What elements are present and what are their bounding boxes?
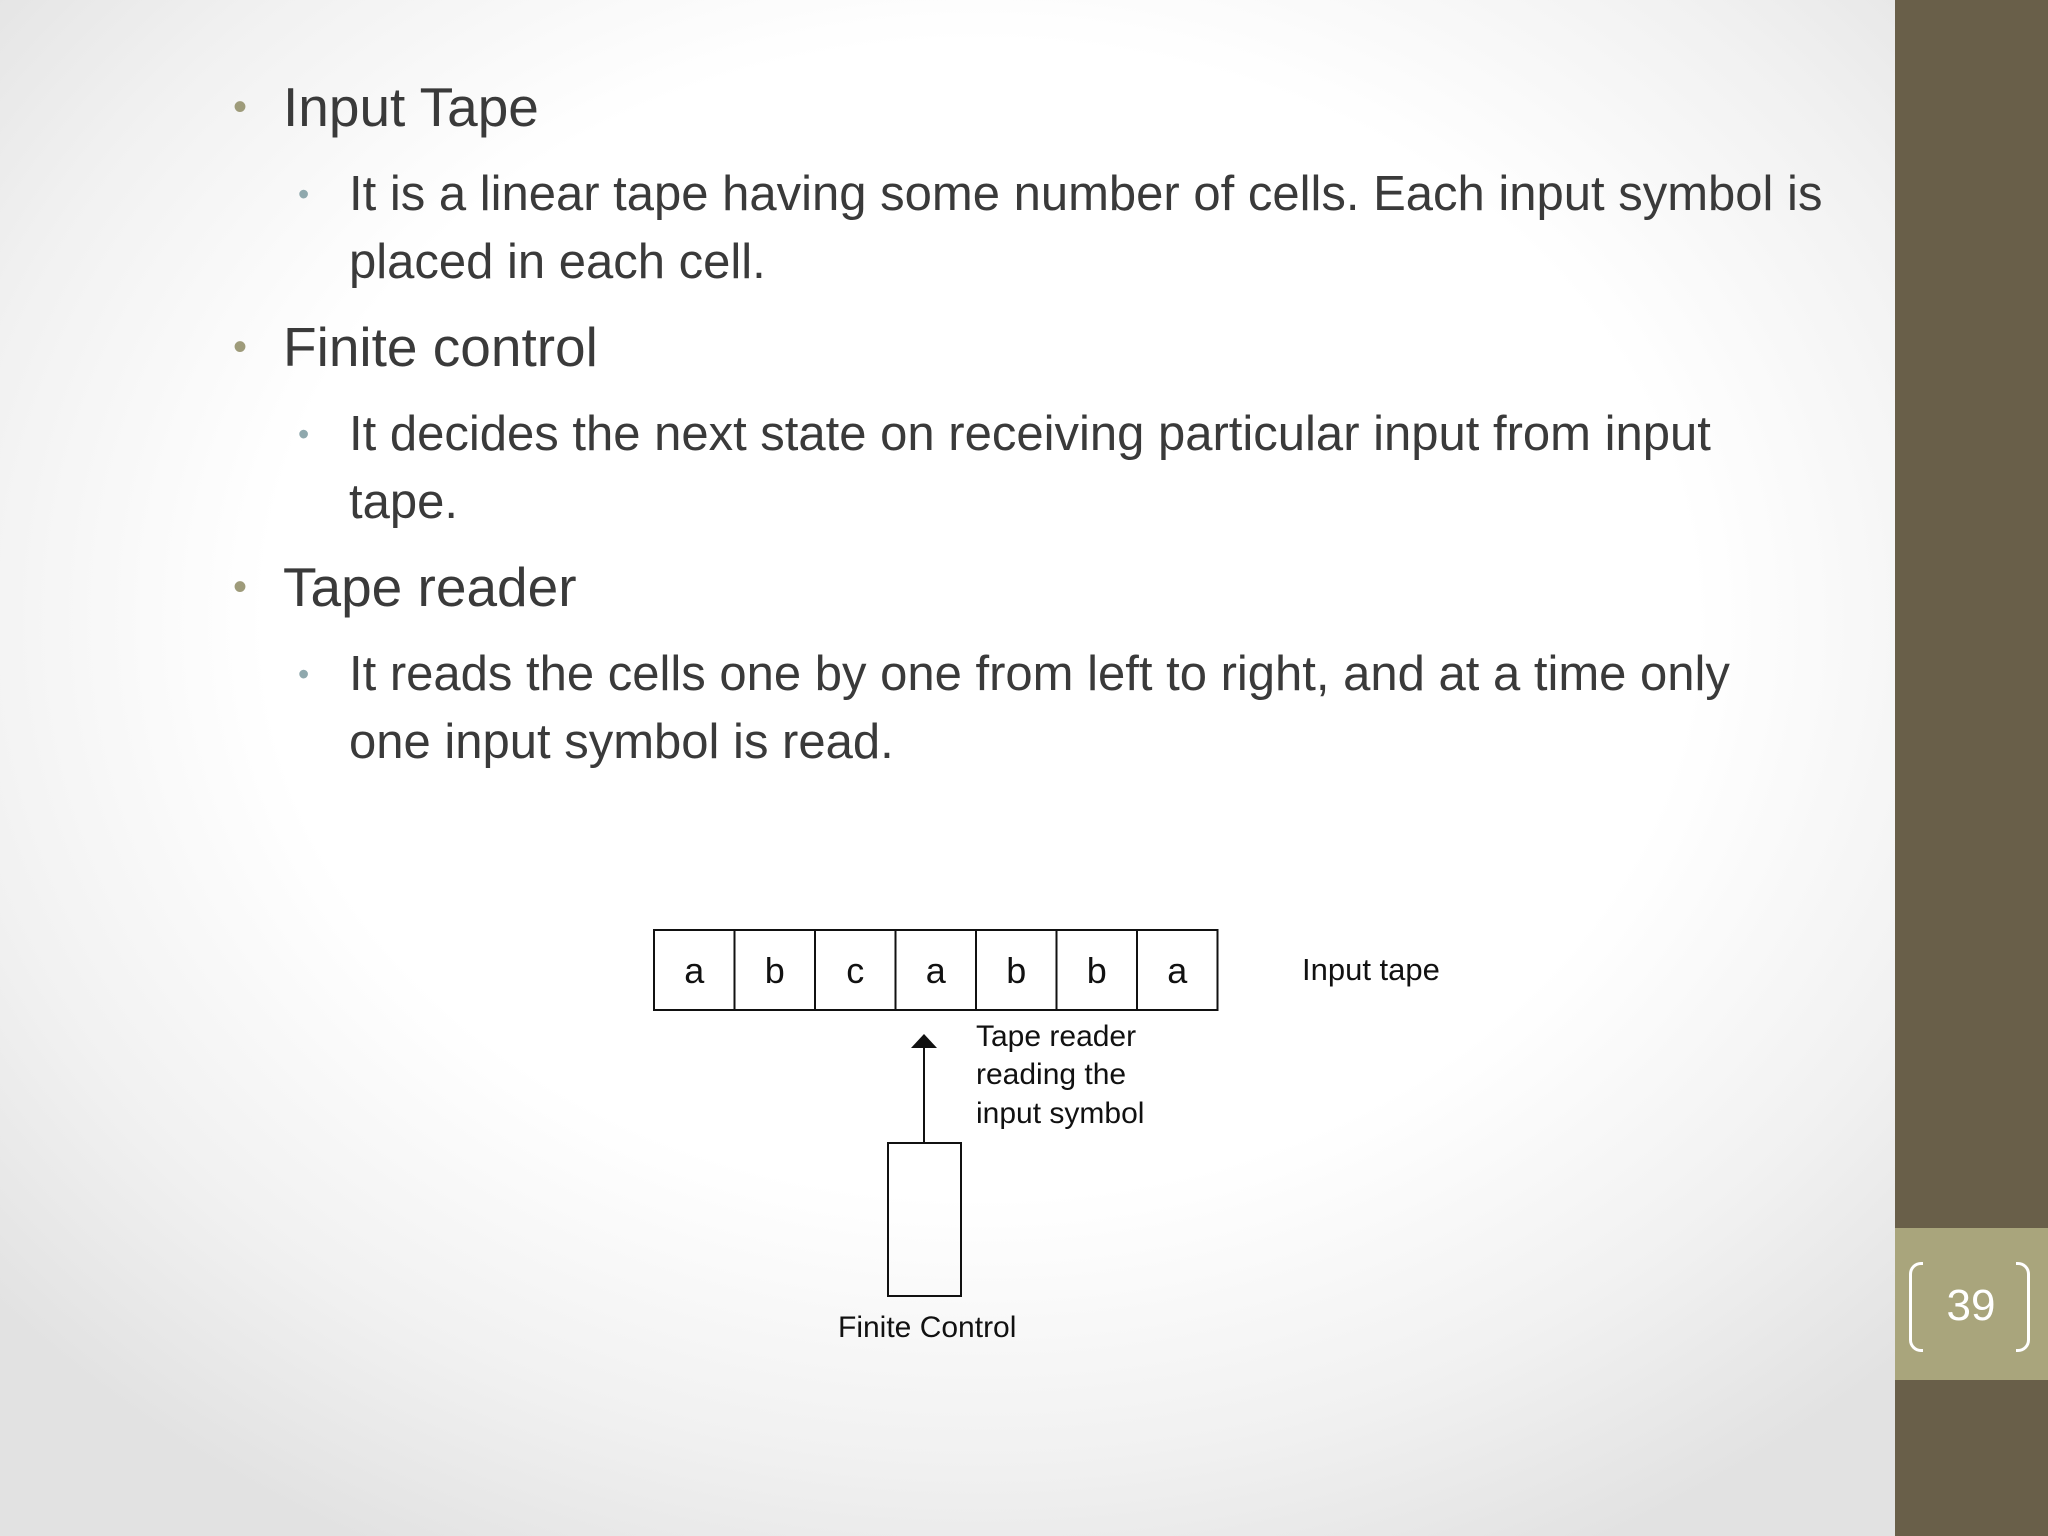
right-bracket-icon (2016, 1262, 2030, 1352)
bullet-text-line: tape. (349, 475, 458, 529)
left-bracket-icon (1909, 1262, 1923, 1352)
tape-cell-symbol: a (926, 950, 947, 991)
bullet-heading-input-tape: Input Tape (283, 76, 539, 138)
finite-control-box (887, 1142, 962, 1297)
sub-bullet-dot-icon: • (298, 416, 310, 452)
bullet-heading-tape-reader: Tape reader (283, 556, 577, 618)
reader-arrow-head-icon (911, 1034, 937, 1048)
page-number: 39 (1946, 1281, 1996, 1330)
tape-cell-symbol: c (846, 950, 864, 991)
tape-cell-symbol: b (1006, 950, 1026, 991)
bullet-heading-finite-control: Finite control (283, 316, 598, 378)
tape-cell-symbol: b (1087, 950, 1107, 991)
sub-bullet-dot-icon: • (298, 176, 310, 212)
reader-label-line: reading the (976, 1058, 1126, 1091)
tape-cell-symbol: b (765, 950, 785, 991)
bullet-text-line: It decides the next state on receiving p… (349, 407, 1711, 461)
tape-cell (1136, 929, 1219, 1011)
bullet-text-line: It reads the cells one by one from left … (349, 647, 1730, 701)
finite-automaton-diagram: a b c a b b a Input tape Tape reader reading t… (653, 929, 1440, 1344)
bullet-text-line: one input symbol is read. (349, 715, 894, 769)
page-number-box (1895, 1228, 2048, 1380)
finite-control-label: Finite Control (838, 1311, 1016, 1344)
tape-cell-symbol: a (1167, 950, 1188, 991)
input-tape-label: Input tape (1302, 952, 1440, 987)
reader-label-line: input symbol (976, 1097, 1144, 1130)
bullet-text-line: It is a linear tape having some number o… (349, 167, 1823, 221)
bullet-list: • Input Tape • It is a linear tape havin… (0, 0, 1895, 800)
bullet-dot-icon: • (233, 325, 248, 369)
bullet-text-line: placed in each cell. (349, 235, 766, 289)
reader-label-line: Tape reader (976, 1020, 1136, 1053)
sub-bullet-dot-icon: • (298, 656, 310, 692)
bullet-dot-icon: • (233, 565, 248, 609)
tape-cell-symbol: a (684, 950, 705, 991)
bullet-dot-icon: • (233, 85, 248, 129)
